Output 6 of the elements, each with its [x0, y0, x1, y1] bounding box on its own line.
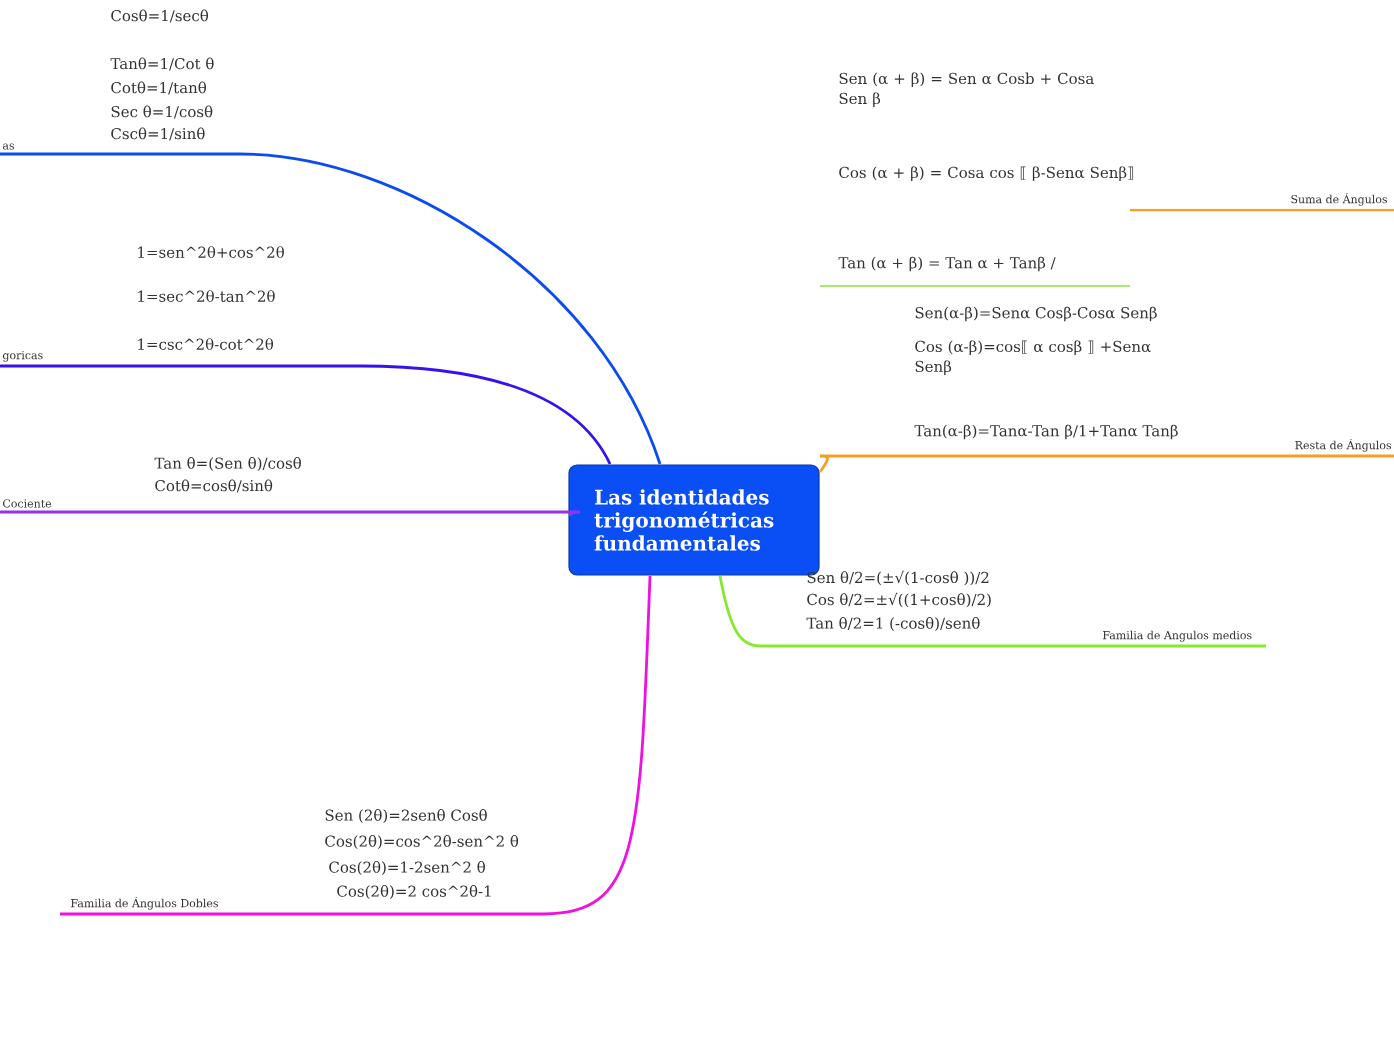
branch-line: [0, 364, 612, 465]
branch-line: [718, 575, 1266, 648]
branch-line: [60, 575, 652, 916]
branch-line: [818, 454, 1394, 473]
branch-line: [0, 152, 662, 465]
branch-line: [0, 510, 582, 518]
